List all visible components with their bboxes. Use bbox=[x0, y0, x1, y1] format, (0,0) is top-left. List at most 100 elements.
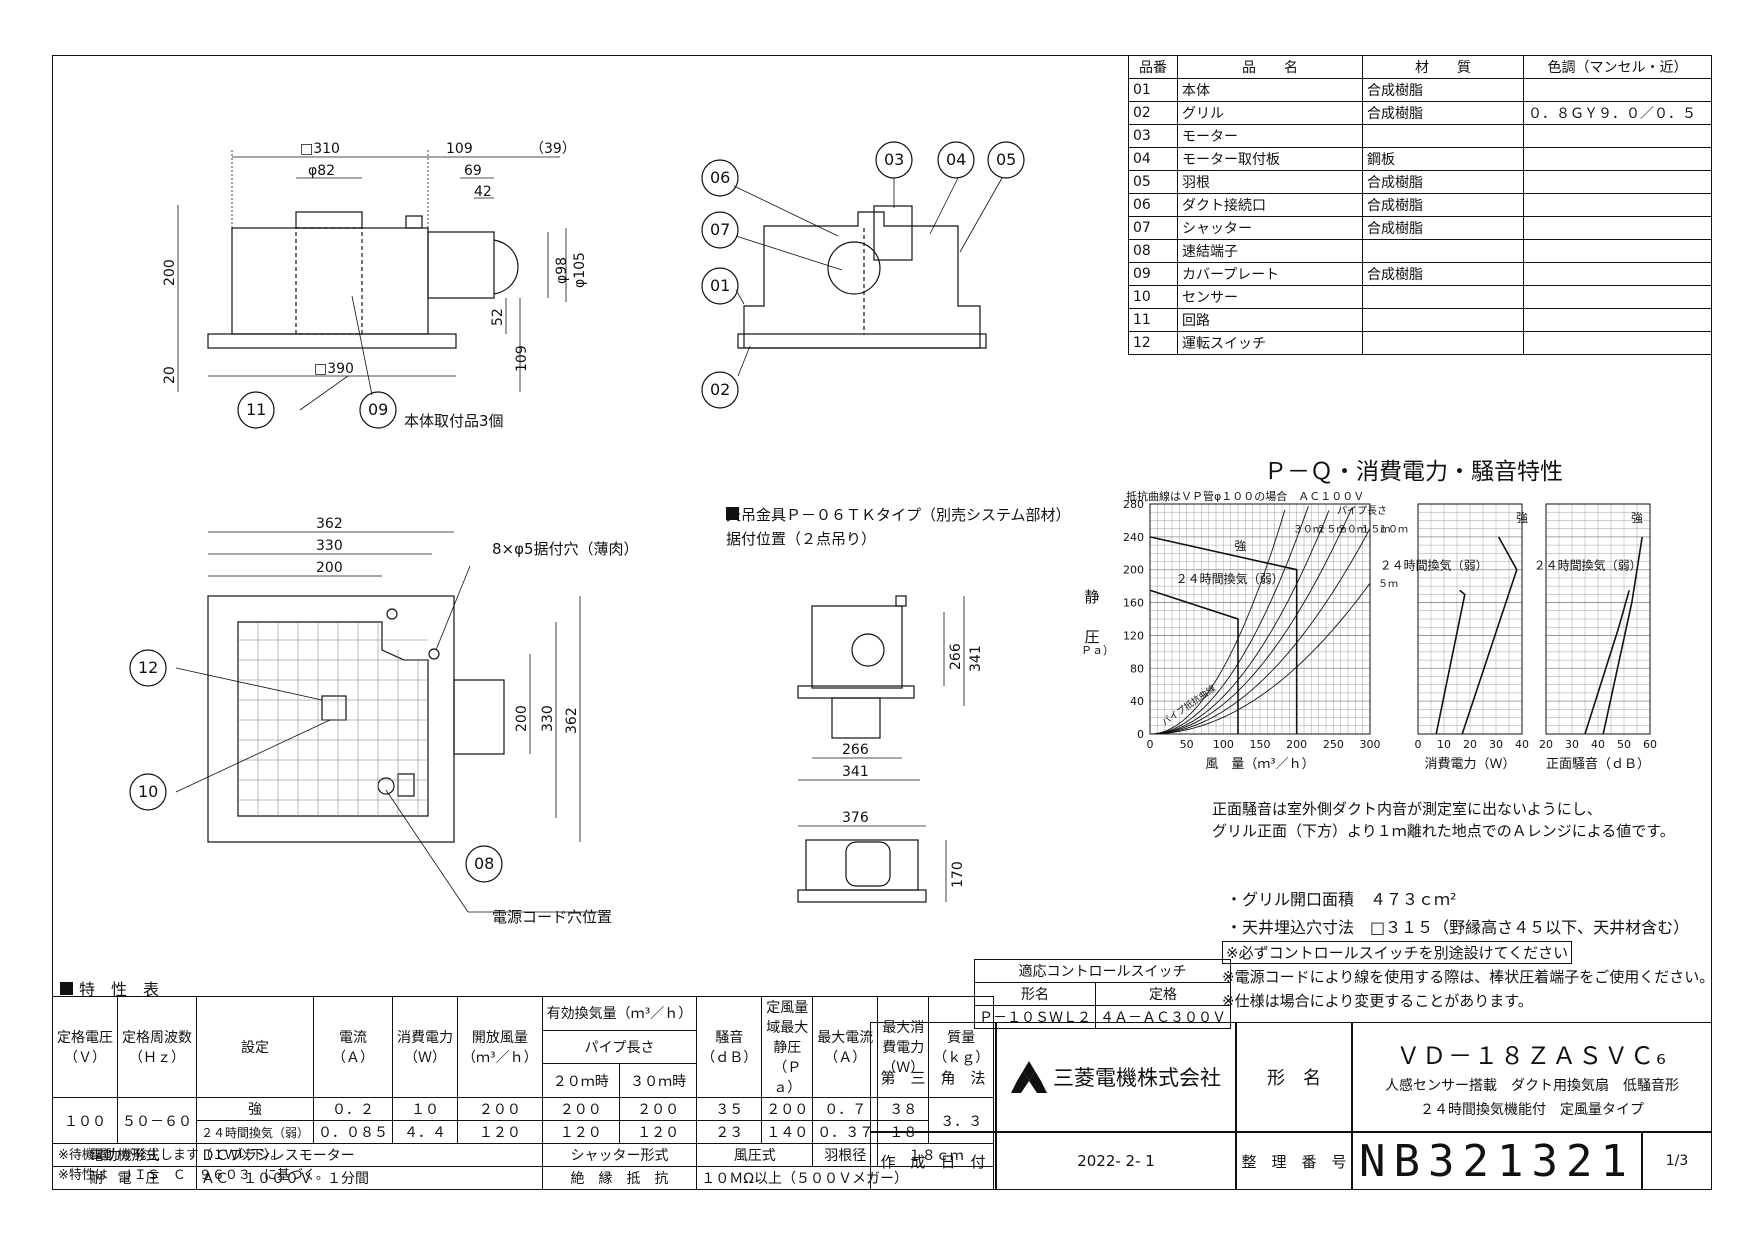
chart-ytick: 160 bbox=[1123, 597, 1144, 610]
spec-h-max-power: 最大消費電力（Ｗ） bbox=[877, 996, 930, 1098]
hanger-body-side bbox=[805, 839, 919, 891]
chart-series-line bbox=[1149, 589, 1239, 734]
tb-date: 2022- 2- 1 bbox=[996, 1132, 1236, 1190]
plan-duct bbox=[453, 679, 505, 755]
dim-h200: 200 bbox=[162, 259, 178, 286]
hanger-subtitle: 据付位置（２点吊り） bbox=[726, 530, 876, 548]
callout-circle-09 bbox=[359, 391, 397, 429]
part-name: シャッター bbox=[1177, 216, 1363, 240]
plan-cord-note: 電源コード穴位置 bbox=[492, 908, 612, 926]
callout-circle-04 bbox=[937, 141, 975, 179]
dim-phi105: φ105 bbox=[572, 252, 588, 288]
dim-hanger-266: 266 bbox=[948, 643, 964, 670]
dim-69: 69 bbox=[464, 163, 482, 179]
chart-ytick: 280 bbox=[1123, 498, 1144, 511]
spec-note-2: ※特性は ＪＩＳ Ｃ ９６０３ に基づく。 bbox=[58, 1168, 329, 1183]
part-name: センサー bbox=[1177, 285, 1363, 309]
spec-freq: ５０－６０ bbox=[117, 1097, 197, 1144]
chart-xtick: 300 bbox=[1360, 738, 1381, 751]
callout-04: 04 bbox=[946, 150, 966, 169]
plan-grille-hatch bbox=[238, 622, 428, 816]
callout-circle-05 bbox=[987, 141, 1025, 179]
section-view bbox=[737, 205, 987, 349]
front-grille-outline bbox=[207, 333, 457, 349]
front-shutter-arc bbox=[493, 239, 519, 295]
callout-circle-07 bbox=[701, 211, 739, 249]
spec-30m: １２０ bbox=[618, 1120, 698, 1144]
chart-resistance-curve bbox=[1149, 510, 1330, 735]
spec-bullet bbox=[60, 982, 73, 995]
part-name: モーター bbox=[1177, 124, 1363, 148]
part-color: ０．８ＧＹ９．０／０．５ bbox=[1523, 101, 1712, 125]
chart-yunit: （Ｐａ） bbox=[1080, 644, 1114, 657]
chart-xtick: 20 bbox=[1463, 738, 1477, 751]
spec-max-current: ０．３７ bbox=[812, 1120, 879, 1144]
plan-hole-note: 8×φ5据付穴（薄肉） bbox=[492, 540, 639, 558]
plan-view bbox=[207, 595, 505, 843]
note-switch: ※必ずコントロールスイッチを別途設けてください bbox=[1222, 941, 1573, 964]
note-grille: ・グリル開口面積 ４７３ｃｍ² bbox=[1226, 890, 1457, 909]
chart-resistance-label: ２５ｍ bbox=[1316, 525, 1346, 536]
part-name: 運転スイッチ bbox=[1177, 331, 1363, 355]
chart-xtick: 30 bbox=[1565, 738, 1579, 751]
chart-series-line bbox=[1149, 536, 1298, 734]
tb-desc-1: 人感センサー搭載 ダクト用換気扇 低騒音形 bbox=[1385, 1077, 1679, 1094]
part-material bbox=[1362, 239, 1524, 263]
part-color bbox=[1523, 308, 1712, 332]
dim-hanger-w341: 341 bbox=[842, 764, 869, 780]
dim-phi98: φ98 bbox=[554, 257, 570, 284]
plan-outer bbox=[207, 595, 455, 843]
chart-title: Ｐ－Ｑ・消費電力・騒音特性 bbox=[1264, 459, 1563, 485]
chart-resistance-curve bbox=[1150, 506, 1353, 735]
part-color bbox=[1523, 78, 1712, 102]
chart-frame bbox=[1545, 503, 1651, 735]
tb-model-cell: ＶＤ－１８ＺＡＳＶＣ₆ 人感センサー搭載 ダクト用換気扇 低騒音形 ２４時間換気… bbox=[1352, 1022, 1712, 1132]
spec-row-strong: １００ ５０－６０ 強 ０．２ １０ ２００ ２００ ２００ ３５ ２００ ０．… bbox=[52, 1097, 995, 1144]
chart-xtick: 20 bbox=[1539, 738, 1553, 751]
spec-row-motor: 電動機形式 ＤＣブラシレスモーター シャッター形式 風圧式 羽根径 １８ｃｍ bbox=[52, 1143, 995, 1167]
chart-series-line bbox=[1461, 536, 1518, 735]
dim-phi82: φ82 bbox=[308, 163, 335, 179]
tb-docno-label: 整 理 番 号 bbox=[1236, 1132, 1352, 1190]
section-motor bbox=[873, 205, 913, 261]
chart-series-line bbox=[1435, 589, 1466, 735]
chart-frame bbox=[1417, 503, 1523, 735]
dim-h109: 109 bbox=[514, 345, 530, 372]
tb-company: 三菱電機株式会社 bbox=[1053, 1066, 1221, 1090]
plan-cord-hole bbox=[377, 777, 395, 795]
spec-h-setting: 設定 bbox=[195, 996, 315, 1098]
chart-series-line bbox=[1602, 536, 1643, 735]
callout-08: 08 bbox=[474, 854, 494, 873]
chart-xtick: 0 bbox=[1415, 738, 1422, 751]
spec-setting: ２４時間換気（弱） bbox=[195, 1120, 315, 1144]
spec-current: ０．０８５ bbox=[313, 1120, 394, 1144]
chart-xtick: 40 bbox=[1515, 738, 1529, 751]
chart-xtick: 150 bbox=[1250, 738, 1271, 751]
plan-terminal bbox=[397, 773, 415, 797]
chart-series-label: 強 bbox=[1631, 511, 1643, 525]
dim-hanger-h170: 170 bbox=[950, 861, 966, 888]
hanger-dimension-lines bbox=[798, 596, 965, 902]
part-material: 合成樹脂 bbox=[1362, 193, 1524, 217]
dim-plan-362: 362 bbox=[316, 516, 343, 532]
note-ceiling: ・天井埋込穴寸法 □３１５（野縁高さ４５以下、天井材含む） bbox=[1226, 918, 1690, 937]
chart-ytick: 0 bbox=[1137, 728, 1144, 741]
plan-grille-outline bbox=[237, 621, 429, 817]
chart-ytick: 40 bbox=[1130, 695, 1144, 708]
callout-03: 03 bbox=[884, 150, 904, 169]
spec-h-current: 電流（Ａ） bbox=[313, 996, 394, 1098]
spec-30m: ２００ bbox=[618, 1097, 698, 1121]
chart-ylabel: 静 bbox=[1084, 588, 1099, 606]
control-switch-head-rating: 定格 bbox=[1095, 982, 1231, 1006]
callout-circle-12 bbox=[129, 649, 167, 687]
chart-resistance-label: １５ｍ bbox=[1360, 525, 1390, 536]
callout-10: 10 bbox=[138, 782, 158, 801]
front-duct-outline bbox=[427, 231, 495, 299]
spec-motor: ＤＣブラシレスモーター bbox=[196, 1143, 543, 1167]
part-no: 04 bbox=[1128, 147, 1178, 171]
spec-h-max-current: 最大電流（Ａ） bbox=[812, 996, 879, 1098]
